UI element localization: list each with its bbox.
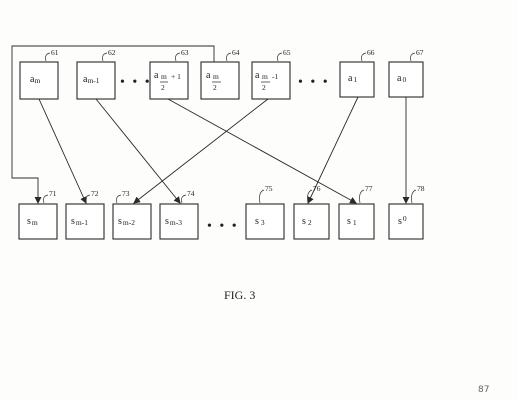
wire-a-1-to-s-2 <box>307 96 359 204</box>
svg-text:s0: s0 <box>398 214 407 227</box>
block-a-m: am 61 <box>19 48 59 100</box>
svg-text:2: 2 <box>213 83 217 92</box>
svg-text:73: 73 <box>122 189 130 198</box>
svg-text:61: 61 <box>51 48 59 57</box>
svg-text:66: 66 <box>367 48 375 57</box>
svg-text:s1: s1 <box>347 216 357 227</box>
page-mark: 87 <box>478 385 489 395</box>
svg-text:sm-2: sm-2 <box>118 216 135 227</box>
svg-text:sm-3: sm-3 <box>165 216 182 227</box>
block-a-m-1: am-1 62 <box>76 48 116 100</box>
top-ellipsis-1: • • • <box>120 75 152 90</box>
svg-text:m: m <box>213 72 219 81</box>
block-a-m2-plus-1: a m + 1 2 63 <box>149 48 189 100</box>
svg-text:72: 72 <box>91 189 99 198</box>
block-s-m-2: sm-2 73 <box>112 189 152 240</box>
block-a-m2: a m 2 64 <box>200 48 240 100</box>
feedback-wire <box>11 45 215 204</box>
svg-text:75: 75 <box>265 184 273 193</box>
figure-caption: FIG. 3 <box>224 288 255 302</box>
svg-text:62: 62 <box>108 48 116 57</box>
svg-text:74: 74 <box>187 189 195 198</box>
wire-a-m2-minus-1-to-s-m-2 <box>133 98 269 204</box>
svg-text:a1: a1 <box>348 73 357 84</box>
wire-a-m2-plus-1-to-s-1 <box>167 98 357 204</box>
svg-text:78: 78 <box>417 184 425 193</box>
svg-text:s2: s2 <box>302 216 312 227</box>
svg-text:77: 77 <box>365 184 373 193</box>
svg-text:+ 1: + 1 <box>171 72 181 81</box>
svg-text:s3: s3 <box>255 216 265 227</box>
block-s-m-3: sm-3 74 <box>159 189 199 240</box>
block-s-m-1: sm-1 72 <box>65 189 105 240</box>
block-s-m: sm 71 <box>18 189 58 240</box>
svg-text:2: 2 <box>262 83 266 92</box>
svg-text:a0: a0 <box>397 73 406 84</box>
svg-text:64: 64 <box>232 48 240 57</box>
svg-text:a: a <box>206 70 211 81</box>
block-a-m2-minus-1: a m -1 2 65 <box>251 48 291 100</box>
block-a-0: a0 67 <box>388 48 424 98</box>
svg-text:-1: -1 <box>272 72 278 81</box>
svg-text:a: a <box>154 70 159 81</box>
svg-text:sm: sm <box>27 216 38 227</box>
svg-text:63: 63 <box>181 48 189 57</box>
svg-text:am-1: am-1 <box>83 74 100 85</box>
svg-text:am: am <box>30 74 40 85</box>
svg-text:m: m <box>161 72 167 81</box>
block-s-0: s0 78 <box>388 184 425 240</box>
svg-text:m: m <box>262 72 268 81</box>
wire-a-m-1-to-s-m-3 <box>95 98 181 204</box>
svg-text:sm-1: sm-1 <box>71 216 88 227</box>
wire-a-m-to-s-m-2 <box>38 98 87 204</box>
bottom-ellipsis: • • • <box>207 219 239 234</box>
block-a-1: a1 66 <box>339 48 375 98</box>
top-ellipsis-2: • • • <box>298 75 330 90</box>
svg-text:2: 2 <box>161 83 165 92</box>
svg-text:65: 65 <box>283 48 291 57</box>
svg-text:76: 76 <box>313 184 321 193</box>
svg-text:a: a <box>255 70 260 81</box>
svg-text:71: 71 <box>49 189 57 198</box>
svg-text:67: 67 <box>416 48 424 57</box>
